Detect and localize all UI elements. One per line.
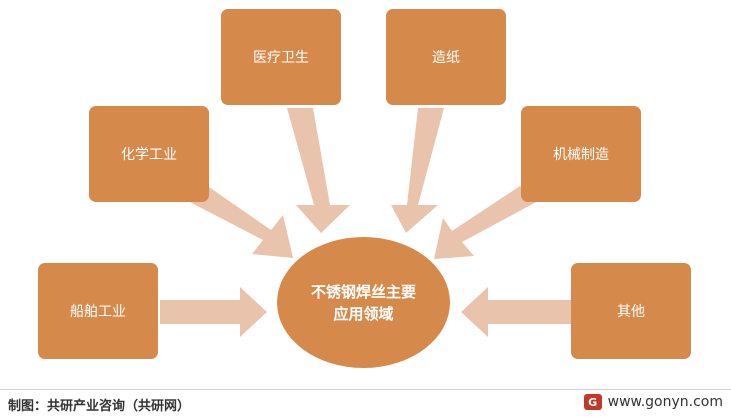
- arrow-chemical: [186, 185, 293, 258]
- center-node-label: 不锈钢焊丝主要应用领域: [310, 282, 416, 323]
- node-medical: 医疗卫生: [221, 9, 341, 105]
- node-other: 其他: [571, 263, 691, 359]
- source-credit: 制图：共研产业咨询（共研网）: [8, 399, 191, 414]
- arrow-machinery: [434, 186, 540, 259]
- arrow-medical: [287, 108, 350, 233]
- node-paper: 造纸: [386, 9, 506, 105]
- node-shipping-label: 船舶工业: [70, 304, 126, 320]
- brand-logo-icon: G: [583, 394, 602, 410]
- node-shipping: 船舶工业: [38, 263, 158, 359]
- website-url: www.gonyn.com: [607, 394, 723, 410]
- footer-divider: [0, 389, 731, 390]
- brand-logo-text: G: [588, 395, 598, 409]
- node-medical-label: 医疗卫生: [253, 50, 309, 66]
- arrow-paper: [391, 108, 444, 233]
- node-other-label: 其他: [617, 304, 645, 320]
- footer-brand: G www.gonyn.com: [583, 394, 723, 410]
- arrow-other: [461, 287, 571, 337]
- node-machinery-label: 机械制造: [553, 147, 609, 163]
- node-paper-label: 造纸: [432, 50, 460, 66]
- node-chemical: 化学工业: [89, 106, 209, 202]
- arrow-shipping: [160, 287, 267, 337]
- center-node: 不锈钢焊丝主要应用领域: [277, 237, 450, 368]
- node-machinery: 机械制造: [521, 106, 641, 202]
- node-chemical-label: 化学工业: [121, 147, 177, 163]
